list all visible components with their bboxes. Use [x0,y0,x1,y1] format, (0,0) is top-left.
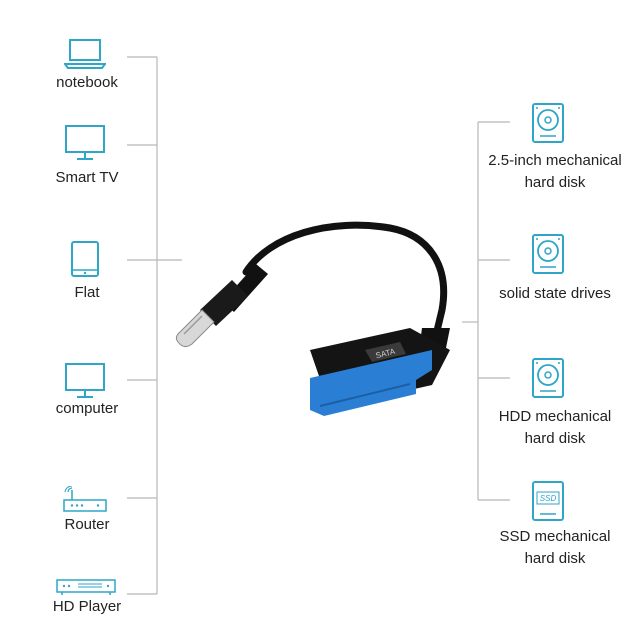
sata-badge [365,342,406,362]
router-icon [63,486,107,512]
hdd-icon [532,358,564,398]
usb-c-housing [200,280,248,326]
player-icon [56,579,116,595]
device-label-notebook: notebook [56,74,118,91]
device-label-router: Router [64,516,110,533]
hdd-icon [532,234,564,274]
usb-c-plug [175,309,215,348]
monitor-icon [65,125,105,160]
hdd-icon [532,103,564,143]
usb-sata-adapter-image: SATA [175,221,450,416]
cable [242,221,448,339]
drive-label-line1: 2.5-inch mechanical [488,152,622,169]
sata-port-slot [319,383,411,407]
sata-port [310,350,432,416]
drive-label-line2: hard disk [524,430,586,447]
drive-label-line1: solid state drives [499,285,611,302]
drive-label-solid-state: solid state drives [470,283,640,305]
device-label-flat: Flat [74,284,100,301]
device-label-hd-player: HD Player [52,598,122,615]
device-label-computer: computer [55,400,119,417]
usb-c-plug-detail [183,315,203,335]
drive-label-ssd: SSD mechanical hard disk [470,526,640,570]
device-label-smart-tv: Smart TV [55,169,119,186]
drive-label-line2: hard disk [524,174,586,191]
drive-label-line1: SSD mechanical [499,528,611,545]
tablet-icon [71,241,99,277]
drive-label-line2: hard disk [524,550,586,567]
drive-label-line1: HDD mechanical [498,408,612,425]
drive-label-hdd: HDD mechanical hard disk [470,406,640,450]
laptop-icon [64,39,106,69]
svg-text:SSD: SSD [540,494,557,503]
monitor-icon [65,363,105,398]
drive-label-2-5-inch: 2.5-inch mechanical hard disk [470,150,640,194]
ssd-icon: SSD [532,481,564,521]
